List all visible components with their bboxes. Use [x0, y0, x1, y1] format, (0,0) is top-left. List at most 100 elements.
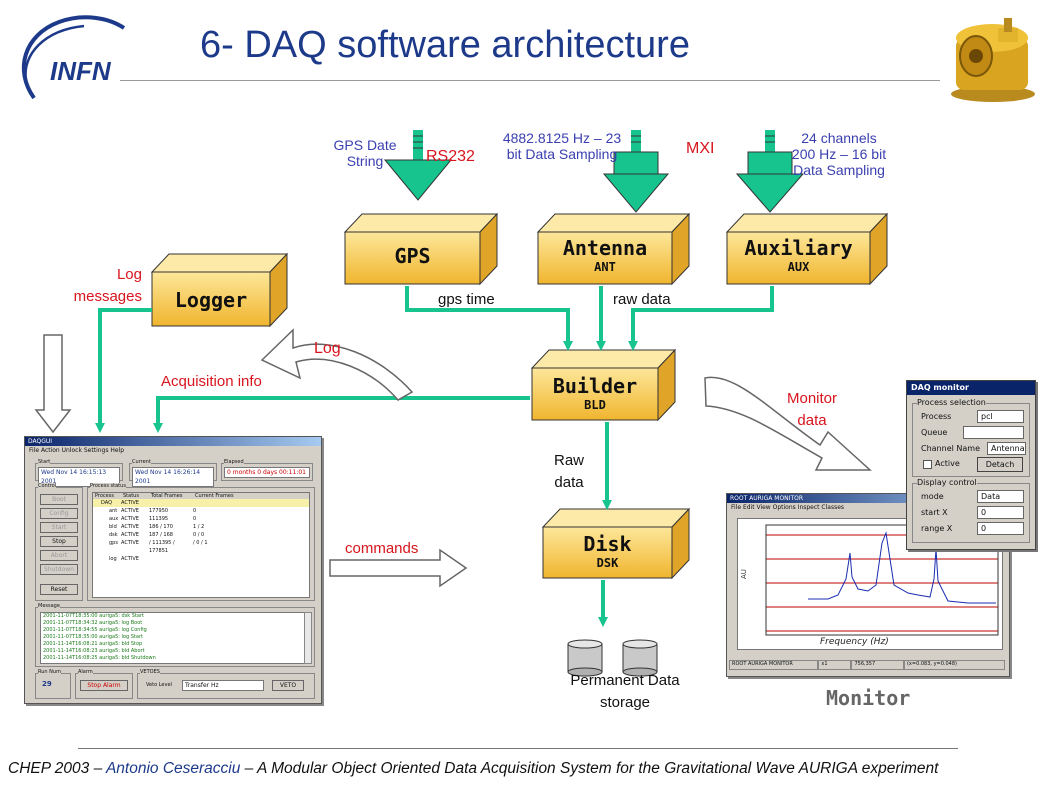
permanent-storage-label: Permanent Data storage [570, 672, 680, 711]
spectrum-ylabel: AU [740, 569, 748, 579]
logo-text: INFN [50, 56, 112, 86]
process-status-group: Process status Process Status Total Fram… [87, 483, 315, 601]
monitor-caption: Monitor [826, 686, 911, 710]
commands-arrow [329, 548, 468, 588]
shutdown-button[interactable]: Shutdown [40, 564, 78, 575]
display-control-label: Display control [917, 478, 977, 487]
antenna-connector-icon [602, 130, 670, 213]
mode-label: mode [921, 492, 944, 501]
table-cell: ACTIVE [121, 524, 139, 530]
gps-box-label: GPS [345, 244, 480, 268]
root-monitor-menubar[interactable]: File Edit View Options Inspect Classes [731, 504, 845, 511]
daq-monitor-titlebar: DAQ monitor [907, 381, 1035, 395]
table-cell: / 111395 / 177851 [149, 540, 175, 554]
channel-name-label: Channel Name [921, 444, 980, 453]
acquisition-info-line [153, 396, 530, 433]
list-item: 2001-11-07T18:34:55 auriga5: log Config [43, 627, 147, 633]
start-x-field[interactable]: 0 [977, 506, 1024, 519]
table-cell: 177950 [149, 508, 169, 514]
abort-button[interactable]: Abort [40, 550, 78, 561]
start-x-label: start X [921, 508, 948, 517]
veto-level-select[interactable]: Transfer Hz [182, 680, 264, 691]
veto-button[interactable]: VETO [272, 680, 304, 691]
table-cell: 0 / 0 [193, 532, 205, 538]
footer-part2: – A Modular Object Oriented Data Acquisi… [240, 760, 939, 777]
table-cell: bld [109, 524, 117, 530]
start-button[interactable]: Start [40, 522, 78, 533]
monitor-data-curved-arrow [704, 376, 872, 471]
table-cell: ant [109, 508, 118, 514]
process-status-label: Process status [90, 483, 126, 489]
footer-part1: CHEP 2003 – [8, 760, 106, 777]
list-item: 2001-11-14T16:08:25 auriga5: bld Shutdow… [43, 655, 156, 661]
process-label: Process [921, 412, 952, 421]
stop-alarm-button[interactable]: Stop Alarm [80, 680, 128, 691]
footer-author: Antonio Ceseracciu [105, 760, 241, 777]
disk-box [541, 507, 691, 580]
config-button[interactable]: Config [40, 508, 78, 519]
queue-label: Queue [921, 428, 948, 437]
acquisition-info-label: Acquisition info [161, 373, 262, 390]
detach-button[interactable]: Detach [977, 457, 1023, 472]
active-checkbox[interactable] [923, 460, 932, 469]
table-cell [149, 499, 193, 507]
antenna-box-name: Antenna [562, 236, 648, 260]
table-cell: 187 / 168 [149, 532, 173, 538]
footer-divider [78, 748, 958, 749]
current-field: Wed Nov 14 16:26:14 2001 [132, 467, 214, 487]
message-list: 2001-11-07T18:35:00 auriga5: dsk Start 20… [40, 612, 306, 664]
monitor-data-label: Monitor data [786, 390, 838, 429]
log-messages-line [95, 308, 152, 433]
left-down-arrow [34, 334, 72, 434]
stop-button[interactable]: Stop [40, 536, 78, 547]
antenna-box-code: ANT [594, 260, 616, 274]
message-label: Message [38, 603, 60, 609]
disk-box-code: DSK [596, 556, 619, 570]
infn-logo: INFN [14, 10, 134, 110]
gps-time-label: gps time [438, 291, 495, 308]
run-num-value: 29 [42, 680, 52, 688]
boot-button[interactable]: Boot [40, 494, 78, 505]
table-cell: 0 [193, 516, 197, 522]
status-cell-2: x1 [818, 660, 852, 670]
auxiliary-box [725, 212, 889, 286]
mode-select[interactable]: Data [977, 490, 1024, 503]
logger-box [150, 252, 289, 328]
process-select[interactable]: pcl [977, 410, 1024, 423]
table-cell: aux [109, 516, 119, 522]
display-control-group: Display control mode Data start X 0 rang… [912, 478, 1030, 543]
list-item: 2001-11-07T18:35:00 auriga5: dsk Start [43, 613, 145, 619]
start-group: Start Wed Nov 14 16:15:13 2001 [35, 459, 123, 487]
daqgui-titlebar: DAQGUI [25, 437, 321, 446]
range-x-label: range X [921, 524, 953, 533]
queue-select[interactable] [963, 426, 1024, 439]
col-total-frames: Total Frames [151, 493, 183, 499]
gps-input-label: GPS Date String [333, 137, 397, 169]
alarm-label: Alarm [78, 669, 93, 675]
root-monitor-statusbar: ROOT AURIGA MONITOR x1 756,357 (x=0.083,… [729, 660, 1005, 670]
antenna-box-label: Antenna ANT [538, 236, 672, 274]
auxiliary-box-name: Auxiliary [744, 236, 853, 260]
status-cell-4: (x=0.083, y=0.048) [903, 660, 1005, 670]
message-scrollbar[interactable] [304, 612, 312, 664]
reset-button[interactable]: Reset [40, 584, 78, 595]
daqgui-menubar[interactable]: File Action Unlock Settings Help [29, 447, 125, 454]
range-x-field[interactable]: 0 [977, 522, 1024, 535]
table-cell [193, 499, 233, 507]
daqgui-window: DAQGUI File Action Unlock Settings Help … [24, 436, 322, 704]
elapsed-field: 0 months 0 days 00:11:01 [224, 467, 310, 478]
current-label: Current [132, 459, 151, 465]
start-field: Wed Nov 14 16:15:13 2001 [38, 467, 120, 487]
commands-label: commands [345, 540, 419, 557]
channel-name-field[interactable]: Antenna [987, 442, 1026, 455]
message-group: Message 2001-11-07T18:35:00 auriga5: dsk… [35, 603, 315, 667]
frequency-axis-label: Frequency (Hz) [820, 637, 889, 647]
